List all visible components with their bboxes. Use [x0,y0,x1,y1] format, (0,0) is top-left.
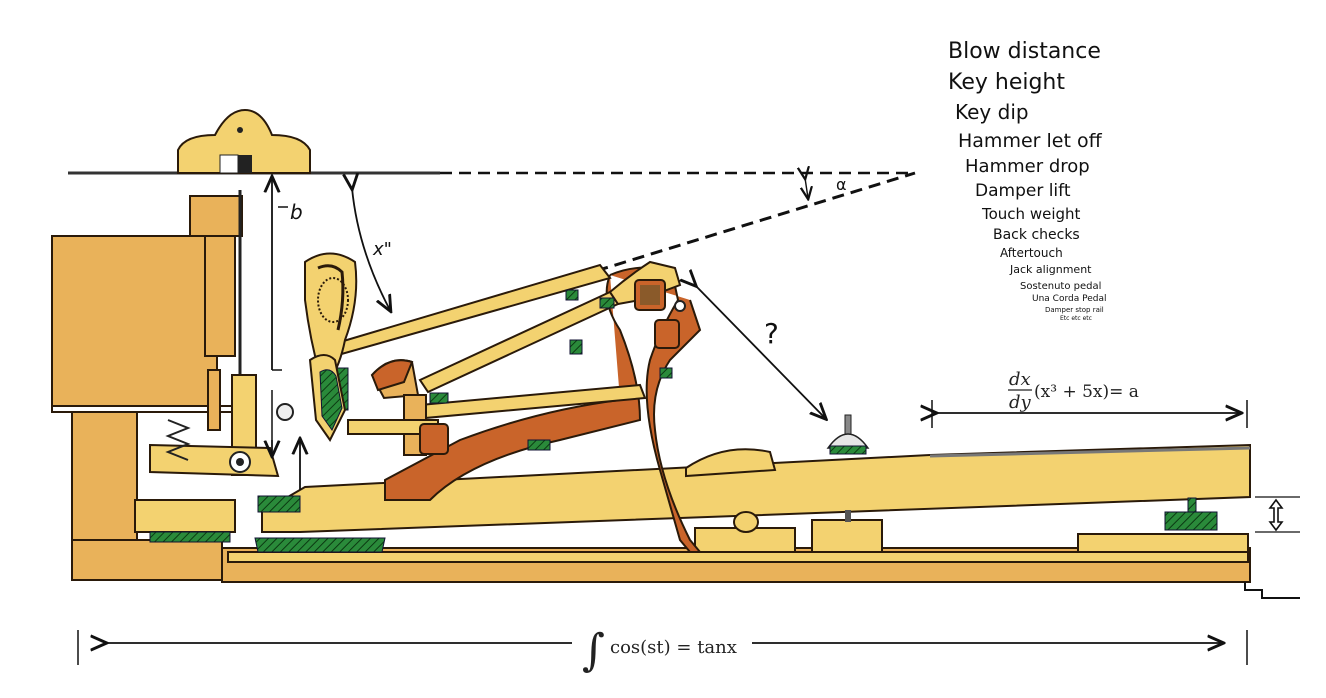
list-item: Hammer let off [958,130,1103,152]
list-item: Una Corda Pedal [1032,294,1106,304]
list-item: Key dip [955,100,1029,124]
capstan-small [685,448,777,478]
list-item: Damper lift [975,181,1071,201]
list-item: Back checks [993,227,1080,243]
list-item: Touch weight [981,205,1081,223]
list-item: Damper stop rail [1045,306,1104,314]
pressure-bar [177,108,311,174]
list-item: Hammer drop [965,156,1090,177]
list-item: Blow distance [948,39,1101,64]
label-question: ? [764,317,779,350]
felts [149,495,1218,553]
left-frame [51,195,253,581]
derivative-body: (x³ + 5x)= a [1034,382,1139,402]
label-alpha: α [836,175,847,194]
list-item: Key height [948,70,1065,95]
capstan-button [826,414,870,522]
derivative-denominator: dy [1009,392,1032,413]
bottom-formula: cos(st) = tanx [610,637,737,658]
adjustment-list: Blow distance Key height Key dip Hammer … [948,39,1106,322]
key-frame [221,533,1300,599]
list-item: Etc etc etc [1060,315,1092,322]
x-angle-arrow [352,188,390,310]
front-rail-block [811,519,883,553]
label-x-angle: x" [372,239,392,260]
label-b: b [290,200,303,224]
list-item: Jack alignment [1009,263,1092,276]
dashed-angle-line [559,171,916,284]
question-arrow [695,285,825,418]
alpha-arrow [805,178,808,198]
list-item: Sostenuto pedal [1020,281,1101,292]
butt-felts [308,279,680,455]
integral-sign: ∫ [582,625,605,676]
damper-mechanism [149,190,294,478]
key-dip-icon [1268,498,1284,532]
list-item: Aftertouch [1000,246,1063,260]
derivative-numerator: dx [1009,369,1031,390]
